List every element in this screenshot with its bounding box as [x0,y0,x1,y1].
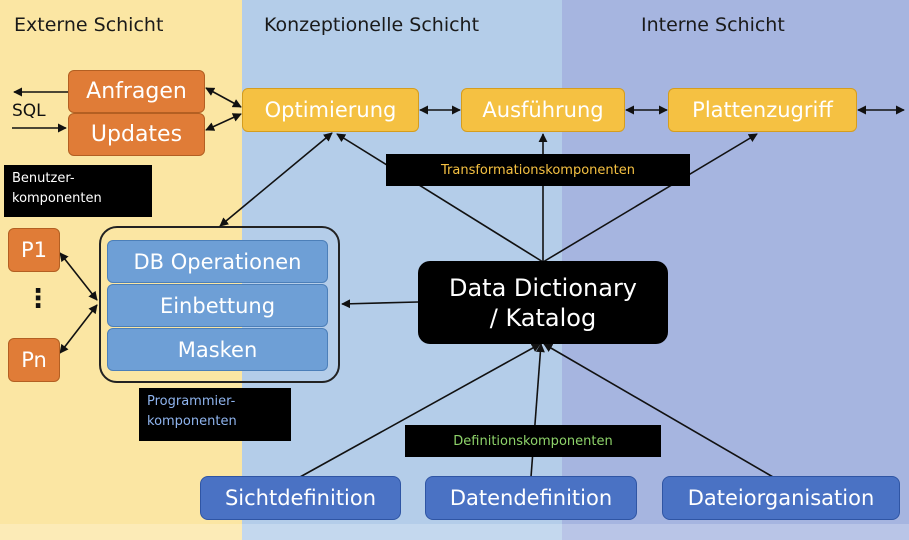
optimization-box: Optimierung [242,88,419,132]
arrow-dd-diskaccess [542,133,758,263]
queries-box: Anfragen [68,70,205,113]
arrow-p1-frame [59,252,98,301]
external-layer-heading: Externe Schicht [14,14,164,36]
arrow-datadef-dd [530,343,545,478]
execution-box: Ausführung [461,88,625,132]
conceptual-layer-heading: Konzeptionelle Schicht [264,14,480,36]
programming-components-label-line1: Programmier- [147,394,236,409]
data-dictionary-box: Data Dictionary / Katalog [418,261,668,344]
arrow-updates-optimization [205,113,242,131]
embedding-box: Einbettung [107,284,328,327]
data-definition-box: Datendefinition [425,476,637,520]
file-organization-box: Dateiorganisation [662,476,900,520]
program-ellipsis: ⋮ [25,284,51,314]
user-components-label-line1: Benutzer- [12,171,75,186]
arrow-viewdef-dd [299,343,541,478]
data-dictionary-line2: / Katalog [489,303,597,332]
db-operations-box: DB Operationen [107,240,328,283]
bottom-strip [0,524,909,540]
arrow-dd-optimization [336,133,544,263]
arrow-frame-optimization [219,132,333,227]
arrow-pn-frame [59,304,98,354]
data-dictionary-line1: Data Dictionary [448,273,638,302]
programming-components-label: Programmier- komponenten [139,388,291,441]
arrow-dd-frame [341,299,419,309]
user-components-label-line2: komponenten [12,191,102,206]
program-pn-box: Pn [8,338,60,382]
user-components-label: Benutzer- komponenten [4,165,152,217]
disk-access-box: Plattenzugriff [668,88,857,132]
definition-components-label-text: Definitionskomponenten [453,433,613,449]
arrow-fileorg-dd [543,343,774,478]
arrow-queries-optimization [205,87,242,108]
sql-label: SQL [12,101,46,121]
internal-layer-heading: Interne Schicht [641,14,785,36]
programming-components-label-line2: komponenten [147,414,237,429]
transformation-components-label: Transformationskomponenten [386,154,690,186]
masks-box: Masken [107,328,328,371]
program-p1-box: P1 [8,228,60,272]
programming-components-frame [99,226,340,383]
definition-components-label: Definitionskomponenten [405,425,661,457]
transformation-components-label-text: Transformationskomponenten [440,162,635,178]
updates-box: Updates [68,113,205,156]
view-definition-box: Sichtdefinition [200,476,401,520]
